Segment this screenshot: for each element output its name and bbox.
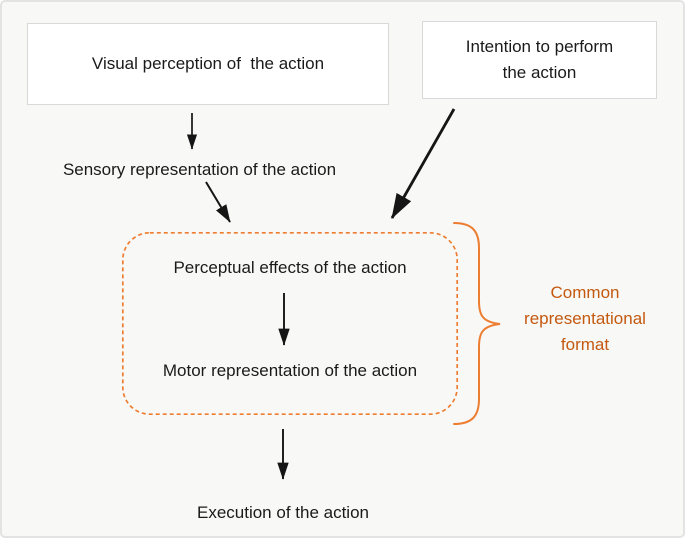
visual-perception-label: Visual perception of the action xyxy=(91,54,325,73)
common-format-line1: Common xyxy=(550,283,620,302)
visual-perception-box: Visual perception of the action xyxy=(27,23,389,105)
perceptual-effects-label: Perceptual effects of the action xyxy=(173,258,407,277)
intention-label-line2: the action xyxy=(502,63,577,82)
common-format-line3: format xyxy=(560,335,610,354)
execution-label: Execution of the action xyxy=(196,503,369,522)
motor-representation-label: Motor representation of the action xyxy=(162,361,418,380)
intention-box: Intention to perform the action xyxy=(422,21,657,99)
intention-label-line1: Intention to perform xyxy=(465,37,614,56)
sensory-representation-label: Sensory representation of the action xyxy=(62,160,337,179)
long-diagonal-arrow-icon xyxy=(390,108,456,219)
right-curly-brace-icon xyxy=(453,222,501,425)
common-representational-format-label: Common representational format xyxy=(505,280,665,358)
common-format-line2: representational xyxy=(524,309,646,328)
diagonal-arrow-icon xyxy=(205,181,231,223)
